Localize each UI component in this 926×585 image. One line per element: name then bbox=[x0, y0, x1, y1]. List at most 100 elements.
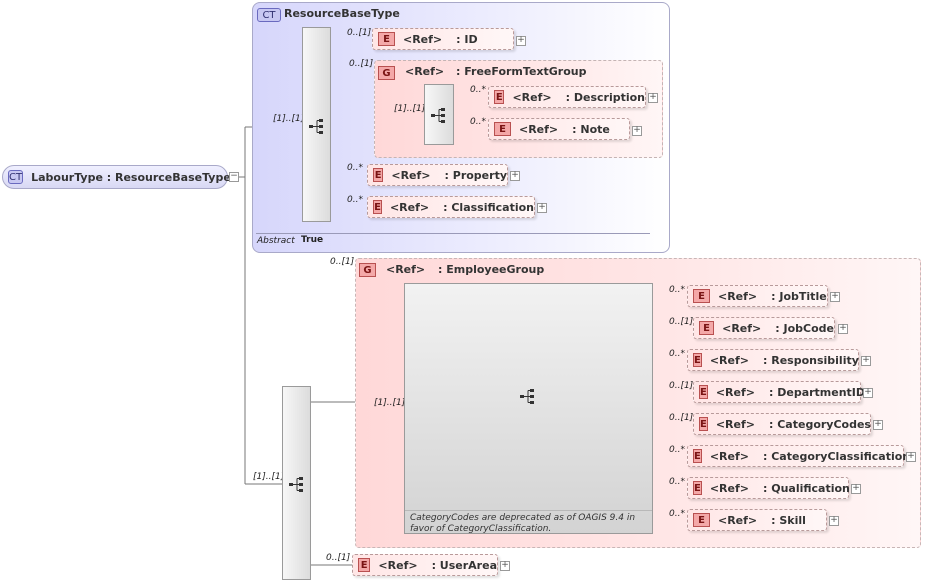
element-name: : DepartmentID bbox=[769, 385, 866, 399]
freeform-sequence[interactable] bbox=[424, 84, 454, 145]
collapse-minus-icon[interactable]: − bbox=[229, 171, 239, 182]
ref-label: <Ref> bbox=[715, 417, 755, 431]
element-badge: E bbox=[693, 513, 710, 527]
expand-plus-icon[interactable]: + bbox=[861, 355, 871, 366]
element-skill[interactable]: E <Ref> : Skill bbox=[687, 509, 827, 531]
ref-label: <Ref> bbox=[378, 558, 418, 572]
element-badge: E bbox=[699, 417, 708, 431]
element-id[interactable]: E <Ref> : ID bbox=[372, 28, 514, 50]
categoryclassification-cardinality: 0..* bbox=[669, 445, 685, 455]
element-name: : Qualification bbox=[763, 481, 850, 495]
element-name: : Responsibility bbox=[763, 353, 859, 367]
root-separator: : bbox=[102, 170, 115, 184]
element-badge: E bbox=[494, 90, 505, 104]
sequence-compositor-icon bbox=[520, 389, 534, 404]
expand-plus-icon[interactable]: + bbox=[863, 387, 873, 398]
ref-label: <Ref> bbox=[519, 122, 559, 136]
root-name: LabourType bbox=[31, 170, 103, 184]
element-classification[interactable]: E <Ref> : Classification bbox=[367, 196, 535, 218]
labourtype-node[interactable]: CT LabourType : ResourceBaseType bbox=[2, 165, 231, 189]
element-badge: E bbox=[693, 481, 702, 495]
element-name: : CategoryCodes bbox=[769, 417, 871, 431]
ref-label: <Ref> bbox=[718, 289, 758, 303]
id-cardinality: 0..[1] bbox=[347, 28, 372, 38]
element-badge: E bbox=[693, 449, 702, 463]
complex-type-badge: CT bbox=[8, 170, 24, 184]
employeegroup-inner-cardinality: [1]..[1] bbox=[374, 398, 406, 408]
expand-plus-icon[interactable]: + bbox=[537, 202, 547, 213]
expand-plus-icon[interactable]: + bbox=[906, 451, 916, 462]
freeform-ref: <Ref> bbox=[405, 65, 445, 78]
element-jobcode[interactable]: E <Ref> : JobCode bbox=[693, 317, 835, 339]
expand-plus-icon[interactable]: + bbox=[873, 419, 883, 430]
element-name: : Classification bbox=[443, 200, 534, 214]
element-jobtitle[interactable]: E <Ref> : JobTitle bbox=[687, 285, 828, 307]
classification-cardinality: 0..* bbox=[347, 195, 363, 205]
root-base: ResourceBaseType bbox=[114, 170, 231, 184]
element-badge: E bbox=[378, 32, 395, 46]
responsibility-cardinality: 0..* bbox=[669, 349, 685, 359]
expand-plus-icon[interactable]: + bbox=[838, 323, 848, 334]
element-name: : ID bbox=[456, 32, 478, 46]
abstract-value: True bbox=[301, 235, 324, 245]
sequence-compositor-icon bbox=[309, 119, 323, 134]
element-categorycodes[interactable]: E <Ref> : CategoryCodes bbox=[693, 413, 871, 435]
element-userarea[interactable]: E <Ref> : UserArea bbox=[352, 554, 498, 576]
element-badge: E bbox=[358, 558, 371, 572]
annotation-divider bbox=[405, 510, 652, 511]
expand-plus-icon[interactable]: + bbox=[648, 92, 658, 103]
complex-type-badge: CT bbox=[257, 8, 281, 22]
employeegroup-ref: <Ref> bbox=[386, 263, 426, 276]
expand-plus-icon[interactable]: + bbox=[510, 170, 520, 181]
ref-label: <Ref> bbox=[709, 353, 749, 367]
abstract-label: Abstract bbox=[257, 236, 295, 246]
freeformtextgroup-box bbox=[374, 60, 663, 158]
element-categoryclassification[interactable]: E <Ref> : CategoryClassification bbox=[687, 445, 910, 467]
element-badge: E bbox=[699, 385, 708, 399]
abstract-divider bbox=[256, 233, 650, 234]
ref-label: <Ref> bbox=[512, 90, 552, 104]
expand-plus-icon[interactable]: + bbox=[516, 35, 526, 46]
ref-label: <Ref> bbox=[709, 481, 749, 495]
element-responsibility[interactable]: E <Ref> : Responsibility bbox=[687, 349, 859, 371]
departmentid-cardinality: 0..[1] bbox=[669, 381, 694, 391]
jobtitle-cardinality: 0..* bbox=[669, 285, 685, 295]
element-qualification[interactable]: E <Ref> : Qualification bbox=[687, 477, 850, 499]
expand-plus-icon[interactable]: + bbox=[632, 125, 642, 136]
jobcode-cardinality: 0..[1] bbox=[669, 317, 694, 327]
description-cardinality: 0..* bbox=[470, 85, 486, 95]
element-badge: E bbox=[373, 168, 384, 182]
ref-label: <Ref> bbox=[709, 449, 749, 463]
element-property[interactable]: E <Ref> : Property bbox=[367, 164, 508, 186]
element-departmentid[interactable]: E <Ref> : DepartmentID bbox=[693, 381, 865, 403]
element-badge: E bbox=[494, 122, 511, 136]
base-type-title: ResourceBaseType bbox=[284, 7, 400, 20]
expand-plus-icon[interactable]: + bbox=[829, 515, 839, 526]
employeegroup-cardinality: 0..[1] bbox=[330, 257, 355, 267]
element-name: : CategoryClassification bbox=[763, 449, 911, 463]
element-name: : Description bbox=[565, 90, 645, 104]
employeegroup-name: : EmployeeGroup bbox=[438, 263, 545, 276]
ref-label: <Ref> bbox=[718, 513, 758, 527]
freeform-inner-cardinality: [1]..[1] bbox=[394, 104, 426, 114]
element-badge: E bbox=[699, 321, 715, 335]
expand-plus-icon[interactable]: + bbox=[851, 483, 861, 494]
element-name: : JobTitle bbox=[771, 289, 827, 303]
extension-sequence-cardinality: [1]..[1] bbox=[253, 472, 285, 482]
element-name: : Skill bbox=[771, 513, 806, 527]
note-cardinality: 0..* bbox=[470, 117, 486, 127]
base-sequence[interactable] bbox=[302, 27, 331, 222]
ref-label: <Ref> bbox=[391, 168, 431, 182]
sequence-compositor-icon bbox=[431, 108, 445, 123]
employeegroup-sequence[interactable] bbox=[404, 283, 653, 534]
element-badge: E bbox=[693, 353, 702, 367]
expand-plus-icon[interactable]: + bbox=[830, 291, 840, 302]
group-badge: G bbox=[359, 263, 376, 277]
freeform-name: : FreeFormTextGroup bbox=[456, 65, 587, 78]
element-description[interactable]: E <Ref> : Description bbox=[488, 86, 646, 108]
element-note[interactable]: E <Ref> : Note bbox=[488, 118, 630, 140]
expand-plus-icon[interactable]: + bbox=[500, 560, 510, 571]
element-name: : Note bbox=[572, 122, 610, 136]
categorycodes-cardinality: 0..[1] bbox=[669, 413, 694, 423]
